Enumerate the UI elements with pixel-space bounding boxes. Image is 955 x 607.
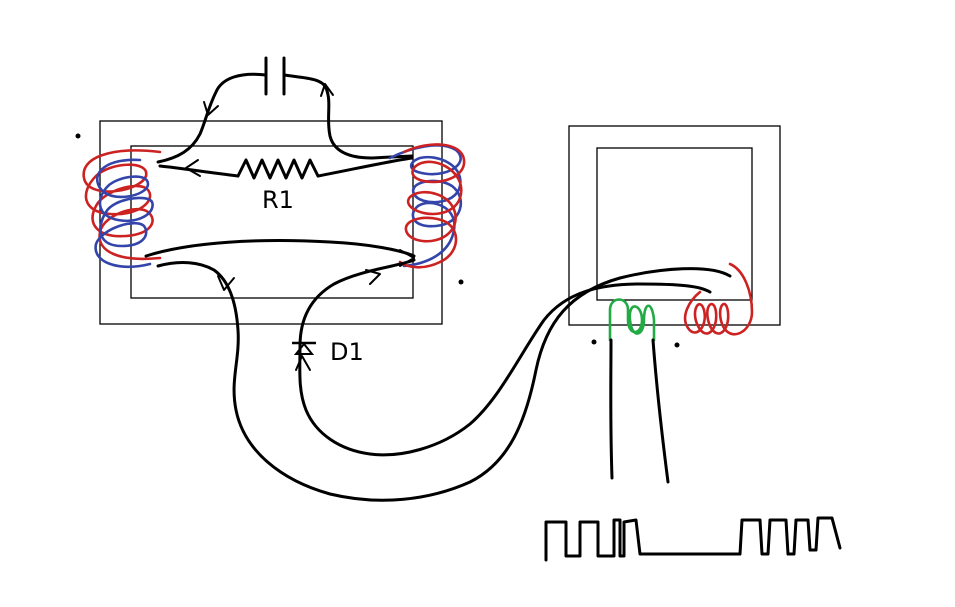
dot-right-core-mid: [674, 342, 680, 348]
square-wave: [544, 516, 842, 562]
left-coil-red: [82, 149, 162, 261]
arrow-up-diode: [295, 355, 311, 371]
secondary-coil-green: [608, 298, 656, 342]
arrow-down-left-wire: [217, 275, 235, 291]
bottom-wire-left-core: [144, 239, 416, 258]
output-lead-right: [651, 338, 670, 484]
left-core-inner: [130, 145, 414, 299]
capacitor-left-lead: [156, 72, 268, 164]
arrow-left-resistor: [185, 159, 201, 177]
diode-label: D1: [330, 338, 364, 366]
output-lead-left: [609, 338, 614, 480]
diode-wire: [298, 258, 712, 457]
right-coil-red: [398, 143, 466, 269]
dot-right-core-left: [591, 339, 597, 345]
capacitor-right-lead: [282, 73, 414, 160]
arrow-down-left: [203, 101, 219, 116]
left-coil-blue: [94, 158, 154, 269]
diode-symbol: D1: [292, 338, 364, 366]
secondary-coil-red: [683, 262, 754, 336]
capacitor-symbol: [156, 56, 414, 164]
arrow-up-right: [320, 83, 334, 97]
right-coil-blue: [388, 144, 463, 268]
resistor-label: R1: [262, 186, 294, 214]
resistor-symbol: R1: [158, 156, 414, 214]
dot-left-top: [75, 133, 81, 139]
dot-left-bottom-right: [458, 279, 464, 285]
right-core-outer: [568, 125, 781, 326]
right-core-inner: [596, 147, 753, 301]
arrow-right-diode-wire: [365, 269, 381, 285]
